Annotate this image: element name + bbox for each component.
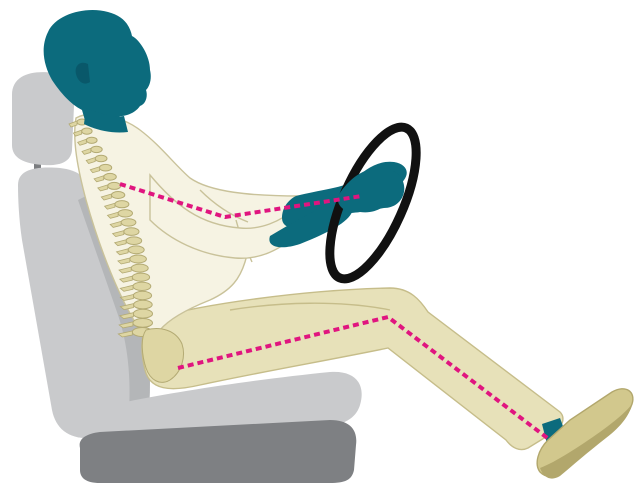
vertebra	[132, 273, 149, 281]
vertebra	[126, 237, 142, 245]
vertebra	[108, 182, 121, 189]
vertebra	[124, 228, 139, 236]
vertebra	[128, 246, 144, 254]
vertebra	[133, 282, 151, 290]
vertebra	[133, 291, 151, 299]
vertebra	[130, 255, 147, 263]
vertebra	[82, 128, 92, 134]
vertebra	[133, 319, 153, 328]
vertebra	[111, 192, 124, 199]
vertebra	[131, 264, 148, 272]
vertebra	[95, 155, 107, 162]
vertebra	[121, 219, 136, 226]
vertebra	[115, 201, 129, 208]
vertebra	[100, 164, 112, 171]
vertebra	[133, 309, 152, 318]
vertebra	[86, 137, 97, 143]
vertebra	[118, 210, 132, 217]
hand-near	[338, 168, 405, 213]
vertebra	[104, 173, 117, 180]
vertebra	[91, 146, 102, 152]
vertebra	[134, 300, 153, 309]
